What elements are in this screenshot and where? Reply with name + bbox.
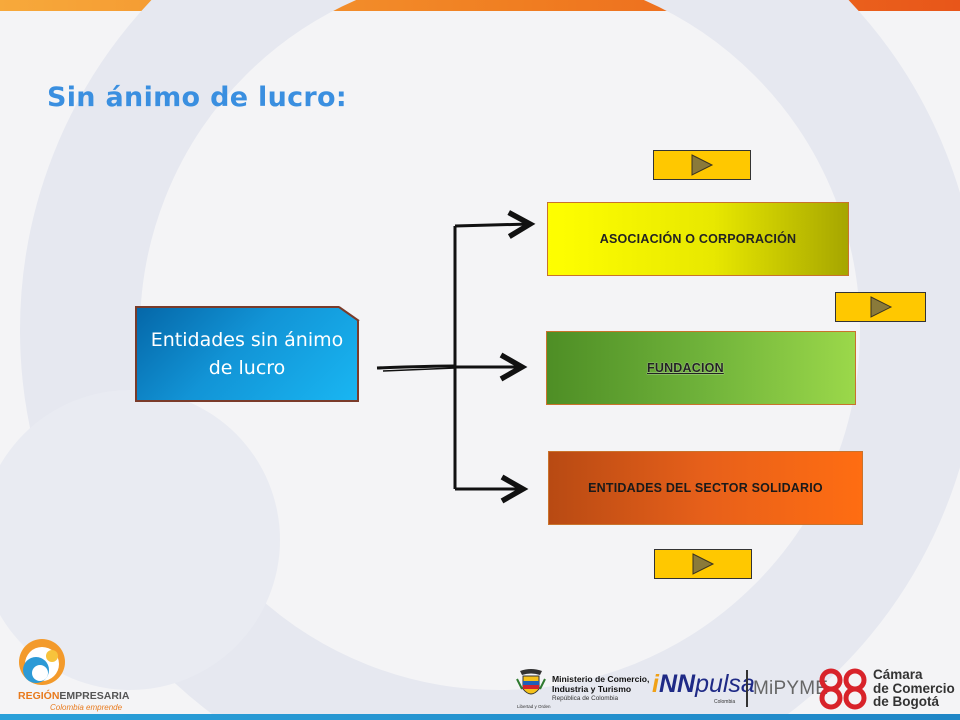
- region-empresaria-name: REGIÓNEMPRESARIA: [18, 690, 130, 702]
- ministerio-line3: República de Colombia: [552, 695, 619, 702]
- top-accent-bar: [0, 0, 960, 11]
- source-box: Entidades sin ánimo de lucro: [135, 306, 359, 402]
- play-icon: [692, 553, 715, 575]
- region-empresaria-tagline: Colombia emprende: [50, 703, 123, 712]
- camara-line3: de Bogotá: [873, 694, 939, 709]
- node-sector-solidario-label: ENTIDADES DEL SECTOR SOLIDARIO: [588, 481, 823, 495]
- play-icon: [870, 296, 892, 318]
- play-icon: [691, 154, 714, 176]
- node-fundacion[interactable]: FUNDACION: [546, 331, 856, 405]
- play-button-1[interactable]: [653, 150, 751, 180]
- source-label: Entidades sin ánimo de lucro: [150, 329, 344, 379]
- colombia-coat-of-arms-icon: [516, 669, 546, 695]
- ministerio-line1: Ministerio de Comercio,: [552, 674, 650, 684]
- mipyme-logo: MiPYME: [753, 678, 829, 699]
- node-fundacion-label: FUNDACION: [647, 361, 724, 375]
- slide-title: Sin ánimo de lucro:: [47, 82, 347, 113]
- play-button-3[interactable]: [654, 549, 752, 579]
- camara-line2: de Comercio: [873, 680, 955, 696]
- node-asociacion[interactable]: ASOCIACIÓN O CORPORACIÓN: [547, 202, 849, 276]
- logo-separator: [746, 670, 748, 707]
- ministerio-line2: Industria y Turismo: [552, 684, 632, 694]
- region-empresaria-logo: REGIÓNEMPRESARIA Colombia emprende: [14, 636, 134, 716]
- node-sector-solidario[interactable]: ENTIDADES DEL SECTOR SOLIDARIO: [548, 451, 863, 525]
- node-asociacion-label: ASOCIACIÓN O CORPORACIÓN: [599, 232, 797, 246]
- region-empresaria-icon: [19, 639, 65, 685]
- play-button-2[interactable]: [835, 292, 926, 322]
- ministerio-motto: Libertad y Orden: [517, 704, 551, 709]
- innpulsa-subtitle: Colombia: [714, 699, 736, 705]
- camara-comercio-text: Cámara de Comercio de Bogotá: [873, 668, 955, 709]
- bottom-accent-bar: [0, 714, 960, 720]
- camara-line1: Cámara: [873, 667, 923, 682]
- camara-comercio-icon: [819, 668, 867, 710]
- innpulsa-logo: iNNpulsa: [652, 670, 755, 698]
- ministerio-text: Ministerio de Comercio, Industria y Turi…: [552, 674, 649, 704]
